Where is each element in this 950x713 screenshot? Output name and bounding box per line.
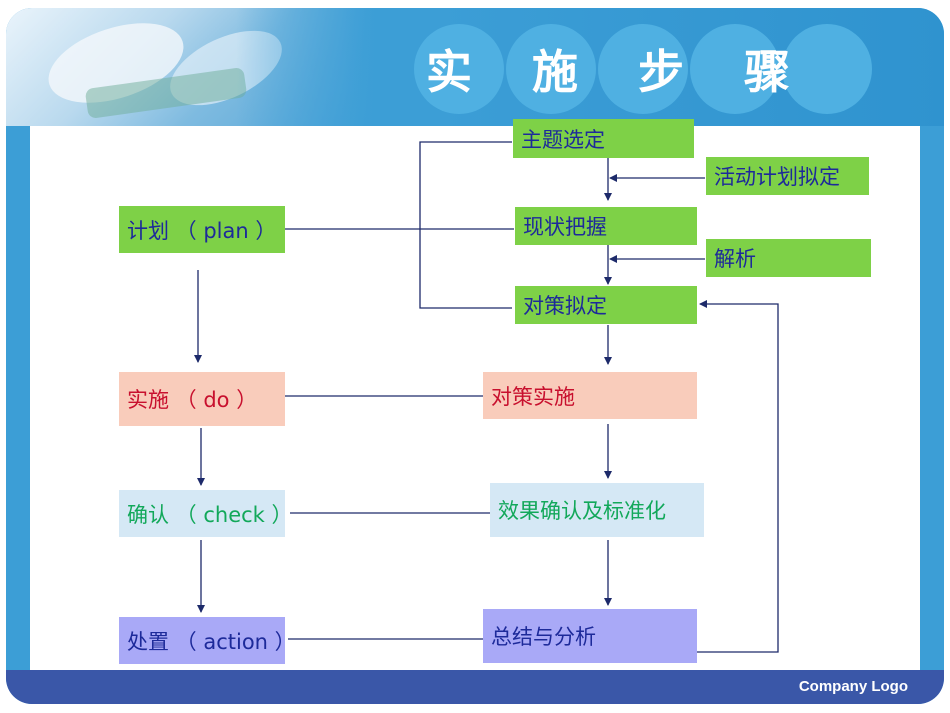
title-circle-1 [414,24,504,114]
title-circle-5 [782,24,872,114]
countermeasure-do-box: 对策实施 [483,372,697,419]
effect-confirm-box: 效果确认及标准化 [490,483,704,537]
do-box: 实施 （ do ） [119,372,285,426]
countermeasure-plan-box: 对策拟定 [515,286,697,324]
slide-title: 实 施 步 骤 [426,45,813,99]
title-circle-4 [690,24,780,114]
title-circle-3 [598,24,688,114]
company-logo: Company Logo [798,678,908,695]
summary-box: 总结与分析 [483,609,697,663]
check-box: 确认 （ check ） [119,490,293,537]
status-grasp-box: 现状把握 [515,207,697,245]
analysis-box: 解析 [706,239,871,277]
title-circle-2 [506,24,596,114]
action-box: 处置 （ action ） [119,617,296,664]
activity-plan-box: 活动计划拟定 [706,157,869,195]
footer-bar [6,670,944,704]
plan-box: 计划 （ plan ） [119,206,285,253]
theme-selection-box: 主题选定 [513,119,694,158]
